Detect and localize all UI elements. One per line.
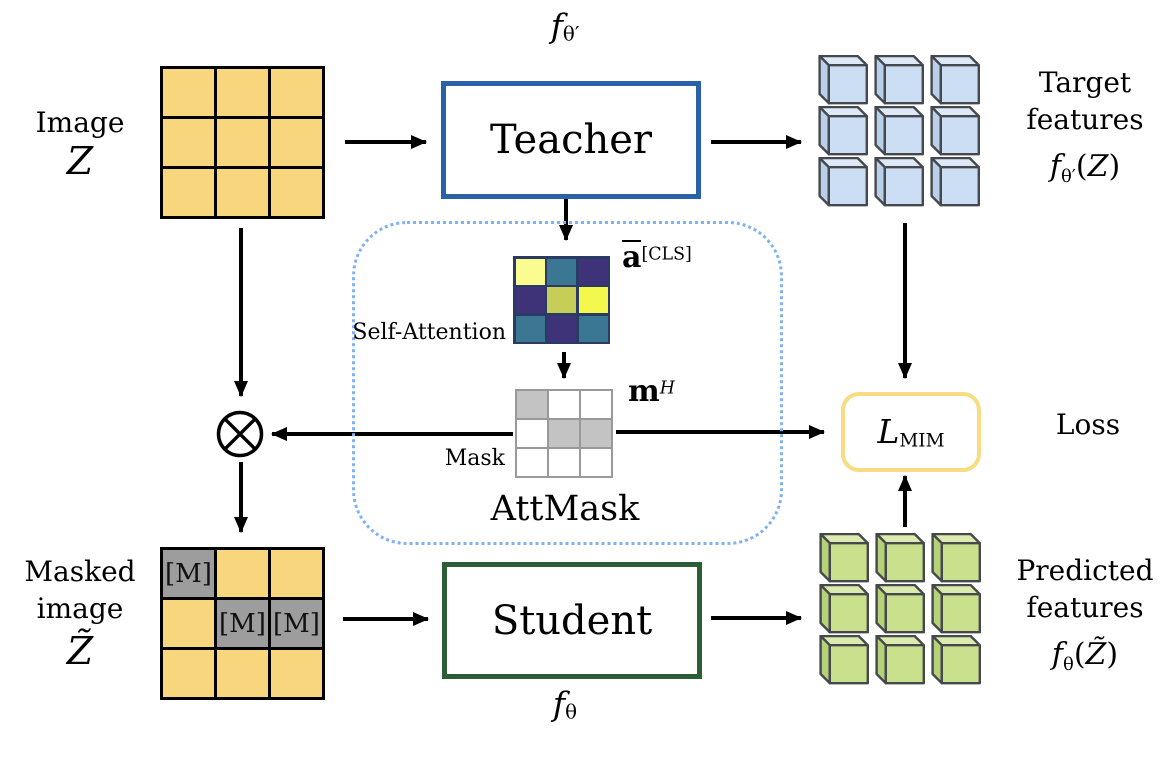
target-cubes: [817, 55, 985, 208]
image-grid: [160, 66, 325, 219]
mask-vector-math: mH: [628, 374, 675, 409]
target-features-label-line2: features: [1026, 103, 1144, 136]
mask-cell: [517, 420, 547, 447]
attmask-label: AttMask: [490, 489, 640, 529]
attention-cell: [515, 315, 545, 342]
mask-cell: [549, 420, 579, 447]
masked-image-patch: [271, 650, 322, 697]
image-patch: [217, 69, 268, 116]
image-patch: [163, 119, 214, 166]
masked-image-patch: [271, 550, 322, 597]
target-feature-cube: [818, 157, 868, 207]
masked-image-grid: [M][M][M]: [160, 547, 325, 700]
mask-cell: [517, 391, 547, 418]
image-patch: [217, 119, 268, 166]
masked-image-patch: [217, 550, 268, 597]
target-feature-cube: [930, 106, 980, 156]
student-box-label: Student: [491, 597, 653, 644]
attention-cell: [515, 287, 545, 313]
elementwise-multiply-icon: [216, 410, 264, 458]
mask-cell: [581, 391, 611, 418]
predicted-feature-cube: [931, 533, 981, 583]
predicted-feature-cube: [875, 533, 925, 583]
masked-image-label-line2: image: [36, 592, 124, 625]
student-box: Student: [442, 562, 702, 679]
predicted-features-label-line2: features: [1026, 591, 1144, 624]
masked-image-patch: [163, 650, 214, 697]
masked-image-patch: [M]: [163, 550, 214, 597]
mask-label: Mask: [444, 446, 505, 471]
student-function-label: fθ: [552, 684, 578, 724]
image-patch: [271, 169, 322, 216]
predicted-cubes: [818, 533, 986, 686]
attention-cell: [547, 258, 576, 285]
predicted-feature-cube: [931, 584, 981, 634]
attmask-region: [352, 221, 783, 545]
loss-label: Loss: [1055, 408, 1121, 441]
masked-image-label-line1: Masked: [24, 555, 136, 588]
masked-image-variable: Z̃: [66, 629, 94, 673]
image-label: Image: [35, 106, 125, 139]
image-patch: [271, 69, 322, 116]
image-patch: [271, 119, 322, 166]
self-attention-label: Self-Attention: [352, 320, 506, 345]
attention-cell: [578, 287, 608, 313]
target-feature-cube: [930, 55, 980, 105]
attention-matrix: [513, 256, 610, 344]
mask-cell: [549, 449, 579, 476]
attention-cell: [578, 258, 608, 285]
attention-cell: [515, 258, 545, 285]
predicted-features-math: fθ(Z̃): [1051, 637, 1119, 675]
predicted-feature-cube: [931, 635, 981, 685]
attention-vector-math: a[CLS]: [622, 240, 692, 275]
attention-cell: [578, 315, 608, 342]
mask-cell: [581, 449, 611, 476]
target-feature-cube: [874, 157, 924, 207]
target-feature-cube: [930, 157, 980, 207]
attention-cell: [547, 315, 576, 342]
target-feature-cube: [874, 106, 924, 156]
predicted-features-label-line1: Predicted: [1016, 554, 1154, 587]
image-patch: [163, 169, 214, 216]
mask-cell: [549, 391, 579, 418]
predicted-feature-cube: [819, 533, 869, 583]
loss-box: LMIM: [841, 392, 981, 472]
teacher-box: Teacher: [441, 81, 701, 199]
loss-math: LMIM: [877, 412, 945, 452]
mask-cell: [581, 420, 611, 447]
masked-image-patch: [M]: [271, 600, 322, 647]
image-patch: [217, 169, 268, 216]
predicted-feature-cube: [875, 635, 925, 685]
target-features-label-line1: Target: [1038, 66, 1132, 99]
target-feature-cube: [818, 55, 868, 105]
mask-grid: [515, 389, 613, 478]
mask-cell: [517, 449, 547, 476]
masked-image-patch: [217, 650, 268, 697]
image-patch: [163, 69, 214, 116]
predicted-feature-cube: [875, 584, 925, 634]
predicted-feature-cube: [819, 584, 869, 634]
target-feature-cube: [818, 106, 868, 156]
target-feature-cube: [874, 55, 924, 105]
masked-image-patch: [M]: [217, 600, 268, 647]
predicted-feature-cube: [819, 635, 869, 685]
teacher-function-label: fθ′: [550, 6, 580, 46]
attention-cell: [547, 287, 576, 313]
teacher-box-label: Teacher: [489, 117, 653, 163]
image-variable: Z: [66, 139, 94, 183]
masked-image-patch: [163, 600, 214, 647]
target-features-math: fθ′(Z): [1049, 149, 1121, 187]
